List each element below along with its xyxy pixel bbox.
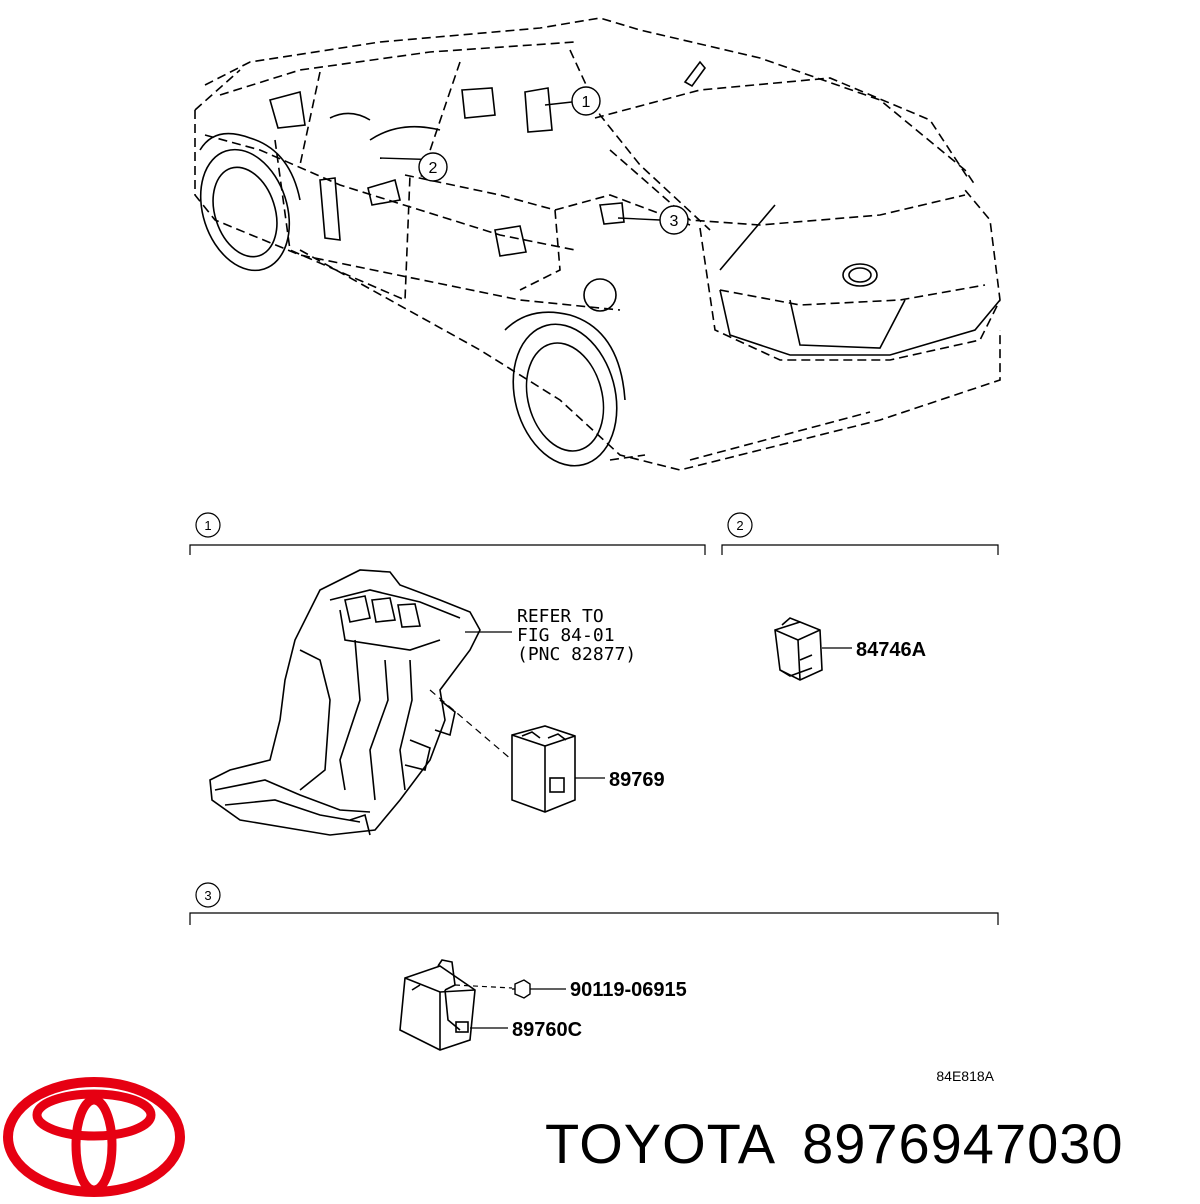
section-3-header (189, 882, 999, 925)
car-illustration (194, 17, 1001, 471)
section-3-label: 3 (204, 888, 211, 903)
part-label-84746A: 84746A (856, 639, 926, 661)
screw-90119-drawing (512, 979, 531, 999)
callout-3: 3 (659, 205, 689, 235)
brand-part-heading: TOYOTA 8976947030 (545, 1108, 1190, 1178)
part-label-89769: 89769 (609, 769, 665, 791)
module-89760C-drawing (399, 959, 476, 1051)
section-1-label: 1 (204, 518, 211, 533)
refer-note-line2: FIG 84-01 (517, 625, 615, 646)
car-solid-details (199, 60, 1001, 467)
section-2-header (721, 512, 999, 555)
part-label-90119-06915: 90119-06915 (570, 979, 687, 1001)
brand-name: TOYOTA (545, 1111, 777, 1175)
refer-note-line3: (PNC 82877) (517, 644, 636, 665)
relay-module-89769 (511, 725, 576, 813)
callout-3-label: 3 (670, 213, 679, 230)
callout-2: 2 (418, 152, 448, 182)
toyota-logo-icon (3, 1077, 185, 1197)
connector-84746A-drawing (774, 617, 823, 681)
callout-1: 1 (571, 86, 601, 116)
junction-block-drawing (209, 569, 481, 836)
module-dashed-leader (429, 689, 513, 761)
part-number: 8976947030 (802, 1111, 1124, 1175)
section-1-header (189, 512, 706, 555)
section-2-label: 2 (736, 518, 743, 533)
refer-note-line1: REFER TO (517, 606, 604, 627)
drawing-code: 84E818A (936, 1068, 994, 1084)
part-label-89760C: 89760C (512, 1019, 582, 1041)
callout-2-label: 2 (429, 160, 438, 177)
screw-dashed-leader (454, 984, 513, 989)
callout-1-label: 1 (582, 94, 591, 111)
